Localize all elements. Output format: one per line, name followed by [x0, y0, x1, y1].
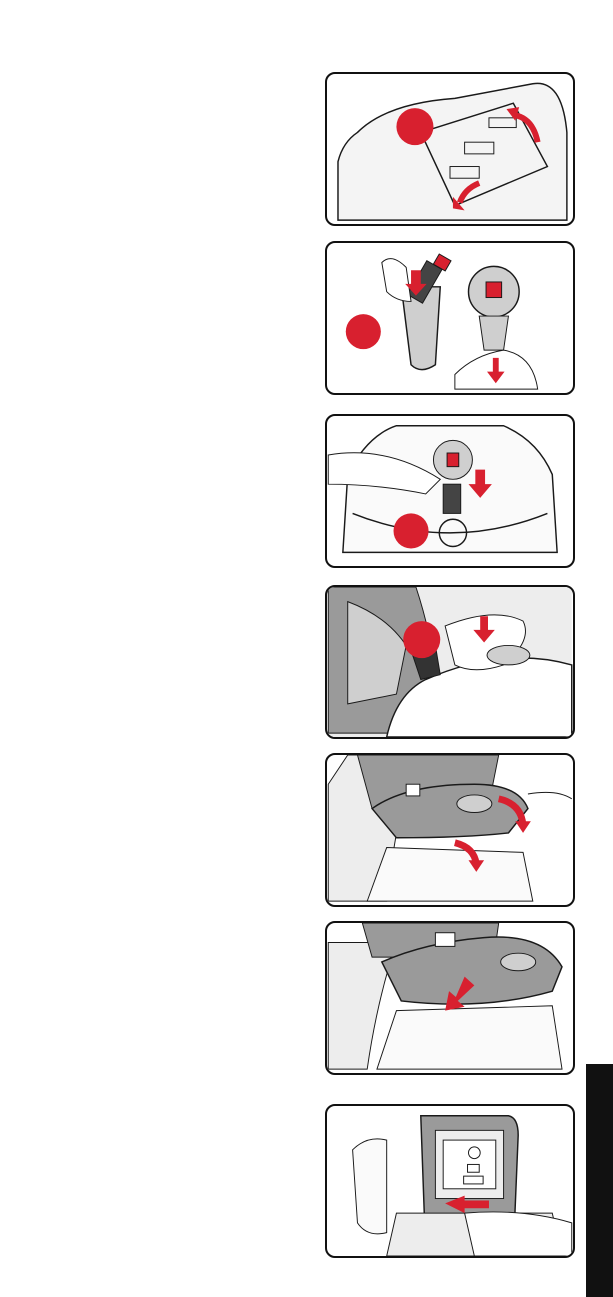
illustration-panel-5: [325, 753, 575, 907]
harness-thread-icon: [327, 587, 573, 737]
illustration-panel-4: [325, 585, 575, 739]
buckle-insert-icon: [327, 416, 573, 566]
step-marker: [396, 108, 433, 145]
illustration-panel-6: [325, 921, 575, 1075]
cover-fold-icon: [327, 755, 573, 905]
cover-press-icon: [327, 923, 573, 1073]
illustration-panel-7: [325, 1104, 575, 1258]
seat-base-open-icon: [327, 74, 573, 224]
illustration-panel-3: [325, 414, 575, 568]
step-marker: [394, 513, 429, 548]
step-marker: [403, 621, 440, 658]
illustration-panel-1: [325, 72, 575, 226]
illustration-panel-2: [325, 241, 575, 395]
buckle-release-icon: [327, 243, 573, 393]
seat-back-tag-icon: [327, 1106, 573, 1256]
section-tab: [586, 1064, 613, 1297]
step-marker: [346, 314, 381, 349]
